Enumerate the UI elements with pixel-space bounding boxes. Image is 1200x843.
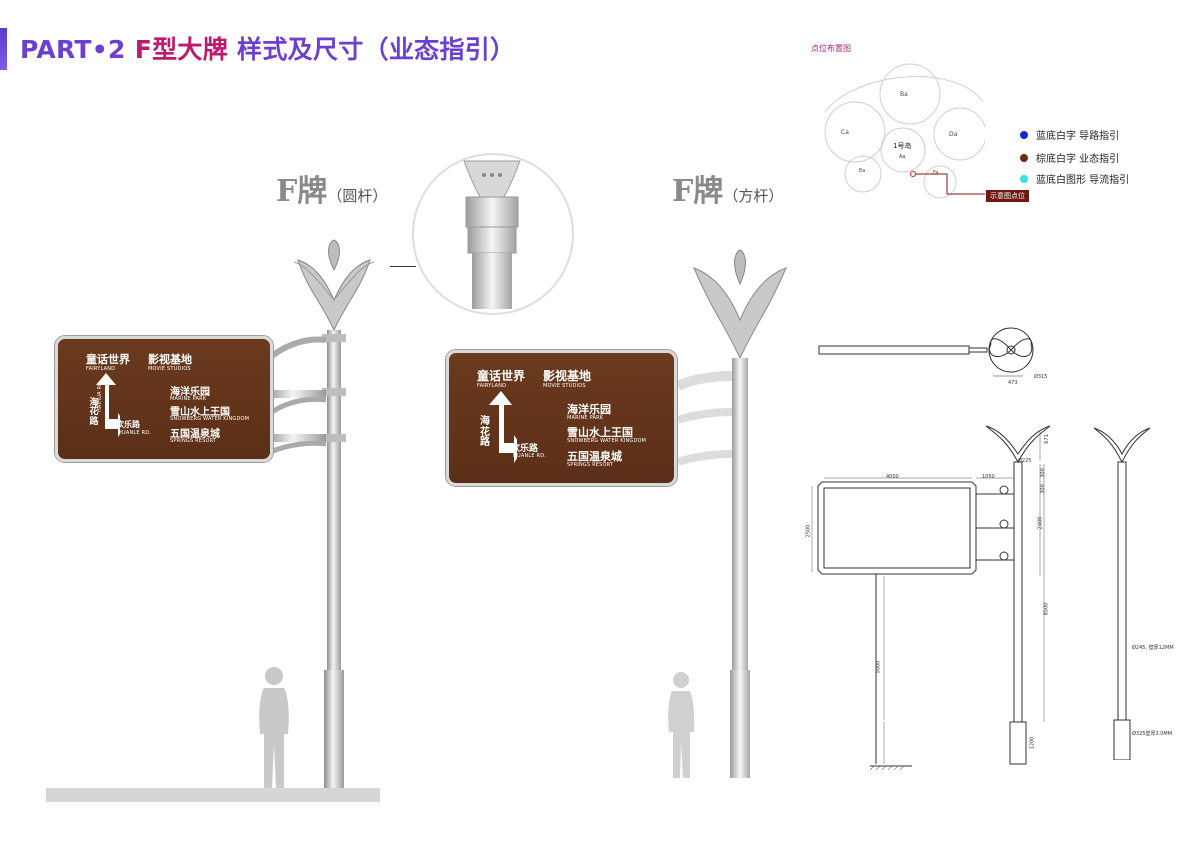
dim-dia-225: Ø225 bbox=[1018, 458, 1032, 464]
arrow2-up-left-icon bbox=[489, 391, 517, 463]
variant-label-square: F牌（方杆） bbox=[672, 166, 783, 210]
tech-side-elevation bbox=[1093, 427, 1151, 760]
title-part: PART•2 bbox=[20, 35, 126, 64]
legend-item-brown-business: 棕底白字 业态指引 bbox=[1020, 150, 1119, 165]
legend-label-3: 蓝底白图形 导流指引 bbox=[1036, 175, 1130, 186]
person-silhouette-square bbox=[668, 672, 695, 778]
svg-text:1号岛: 1号岛 bbox=[893, 141, 911, 150]
sign2-top-right-en: MOVIE STUDIOS bbox=[543, 383, 586, 389]
sign-road-vertical: 海花路 bbox=[89, 398, 99, 427]
legend-item-blue-road: 蓝底白字 导路指引 bbox=[1020, 127, 1119, 142]
sign-top-right-en: MOVIE STUDIOS bbox=[148, 366, 191, 372]
sign2-dest3-cn: 五国温泉城 bbox=[567, 450, 622, 463]
tech-front-elevation bbox=[811, 425, 1051, 771]
title-red: F型大牌 bbox=[134, 35, 229, 64]
round-pole-illustration bbox=[266, 239, 375, 788]
location-map: Ba Ca Da 1号岛 Aa Ea Fa bbox=[824, 63, 985, 199]
sign-road-vertical-en: HAIHUA RD. bbox=[97, 380, 103, 412]
sign-dest2-cn: 雪山水上王国 bbox=[170, 407, 230, 418]
svg-text:Da: Da bbox=[949, 131, 958, 138]
legend-dot-brown-icon bbox=[1020, 153, 1028, 162]
sign2-top-right-cn: 影视基地 bbox=[543, 369, 592, 383]
detail-joint-illustration bbox=[463, 160, 521, 309]
dim-arm-1050: 1050 bbox=[982, 474, 995, 480]
sign-panel-square: 童话世界 FAIRYLAND 影视基地 MOVIE STUDIOS 海花路 欢乐… bbox=[446, 350, 677, 486]
sign2-dest2-cn: 雪山水上王国 bbox=[567, 426, 633, 439]
legend-label-1: 蓝底白字 导路指引 bbox=[1036, 131, 1120, 142]
dim-dia-245: Ø245, 壁厚12MM bbox=[1132, 645, 1174, 651]
sign-dest3-en: SPRINGS RESORT bbox=[170, 438, 217, 444]
sign-dest1-cn: 海洋乐园 bbox=[170, 387, 210, 398]
variant-square-main: F牌 bbox=[672, 174, 724, 209]
tech-top-view bbox=[818, 327, 1034, 377]
svg-text:Ba: Ba bbox=[900, 91, 908, 98]
sign2-road-vertical: 海花路 bbox=[480, 416, 490, 448]
sign2-road-horizontal-en: HUANLE RD. bbox=[513, 453, 547, 459]
sign-dest2-en: SNOWBERG WATER KINGDOM bbox=[170, 416, 250, 422]
dim-8500: 8500 bbox=[1043, 602, 1050, 616]
detail-pointer-line bbox=[390, 266, 416, 267]
dim-width-4000: 4000 bbox=[886, 474, 899, 480]
sign2-dest3-en: SPRINGS RESORT bbox=[567, 462, 614, 468]
sign-panel-round: 童话世界 FAIRYLAND 影视基地 MOVIE STUDIOS 海花路 HA… bbox=[55, 336, 273, 462]
dim-2400: 2400 bbox=[1037, 516, 1044, 530]
legend-dot-cyan-icon bbox=[1020, 174, 1028, 183]
sign-top-left-en: FAIRYLAND bbox=[86, 366, 116, 372]
variant-label-round: F牌（圆杆） bbox=[276, 166, 387, 210]
dim-top-315: Ø315 bbox=[1034, 374, 1048, 380]
dim-300-b: 300 bbox=[1039, 484, 1046, 494]
dim-height-2500: 2500 bbox=[805, 524, 812, 538]
variant-square-sub: （方杆） bbox=[723, 187, 784, 205]
ground-slab bbox=[46, 788, 380, 802]
map-callout: 示意图点位 bbox=[986, 190, 1029, 202]
dim-dia-325: Ø325壁厚3.0MM bbox=[1132, 731, 1173, 737]
sign2-top-left-cn: 童话世界 bbox=[477, 369, 526, 383]
variant-round-main: F牌 bbox=[276, 174, 328, 209]
dim-5000: 5000 bbox=[875, 660, 882, 674]
dim-top-473: 473 bbox=[1008, 380, 1018, 386]
legend-dot-blue-icon bbox=[1020, 130, 1028, 139]
variant-round-sub: （圆杆） bbox=[327, 187, 388, 205]
legend-item-cyan-flow: 蓝底白图形 导流指引 bbox=[1020, 171, 1129, 186]
page-title: PART•2 F型大牌 样式及尺寸（业态指引） bbox=[20, 30, 515, 66]
sign-dest1-en: MARINE PARK bbox=[170, 396, 207, 402]
sign-top-left-cn: 童话世界 bbox=[86, 353, 130, 366]
title-rest: 样式及尺寸（业态指引） bbox=[237, 35, 516, 64]
arrow-up-left-icon bbox=[96, 373, 120, 437]
square-pole-illustration bbox=[675, 249, 787, 778]
sign-road-horizontal: 欢乐路 bbox=[116, 420, 140, 429]
sign-top-right-cn: 影视基地 bbox=[148, 353, 192, 366]
sign2-road-horizontal: 欢乐路 bbox=[511, 444, 539, 454]
header-accent-bar bbox=[0, 28, 7, 70]
dim-1200: 1200 bbox=[1029, 736, 1036, 750]
dim-671: 671 bbox=[1043, 434, 1050, 444]
map-title: 点位布置图 bbox=[811, 44, 851, 53]
svg-text:Fa: Fa bbox=[933, 170, 938, 176]
dim-300-a: 300 bbox=[1039, 468, 1046, 478]
sign-dest3-cn: 五国温泉城 bbox=[170, 429, 220, 440]
sign2-top-left-en: FAIRYLAND bbox=[477, 383, 507, 389]
sign2-dest2-en: SNOWBERG WATER KINGDOM bbox=[567, 438, 647, 444]
sign-road-horizontal-en: HUANLE RD. bbox=[118, 430, 152, 436]
legend-label-2: 棕底白字 业态指引 bbox=[1036, 154, 1120, 165]
svg-text:Aa: Aa bbox=[899, 154, 905, 160]
svg-text:Ea: Ea bbox=[859, 168, 865, 174]
person-silhouette-round bbox=[259, 667, 289, 788]
sign2-dest1-en: MARINE PARK bbox=[567, 415, 604, 421]
sign2-dest1-cn: 海洋乐园 bbox=[567, 403, 611, 416]
svg-text:Ca: Ca bbox=[841, 129, 849, 136]
